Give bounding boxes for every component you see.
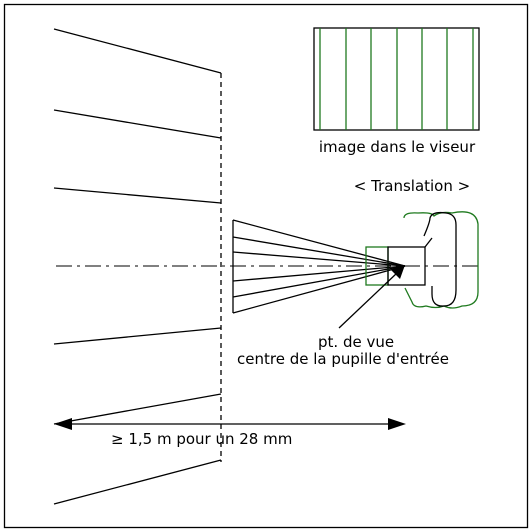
pointer-line [338,272,398,329]
viewfinder-caption: image dans le viseur [319,138,476,156]
left-line-4 [53,327,222,345]
left-line-5 [53,393,222,425]
left-line-3 [53,187,222,204]
camera-body-link [424,237,433,248]
left-line-6 [53,459,222,505]
camera-icon [365,211,479,309]
ray-line [232,265,406,314]
left-line-1 [53,28,222,74]
left-converging-lines [53,28,222,505]
camera-lens-black [387,246,426,286]
ray-line [232,219,406,267]
viewfinder-image [313,27,480,131]
ray-line [232,265,406,298]
viewpoint-pointer [338,265,405,329]
ray-line [232,251,406,267]
camera-body-green [403,211,479,309]
distance-arrow-left [54,418,72,430]
ray-line [232,236,406,267]
left-line-2 [53,109,222,139]
ray-fan [232,219,406,314]
distance-dimension [54,418,406,430]
outer-frame [3,3,529,529]
viewpoint-label-line1: pt. de vue [318,333,394,351]
viewpoint-label-line2: centre de la pupille d'entrée [237,350,449,368]
camera-body-black [423,211,457,307]
pointer-arrowhead [391,265,405,279]
distance-label: ≥ 1,5 m pour un 28 mm [111,430,292,448]
distance-arrow-right [388,418,406,430]
translation-label: < Translation > [354,177,470,195]
ray-line [232,265,406,282]
